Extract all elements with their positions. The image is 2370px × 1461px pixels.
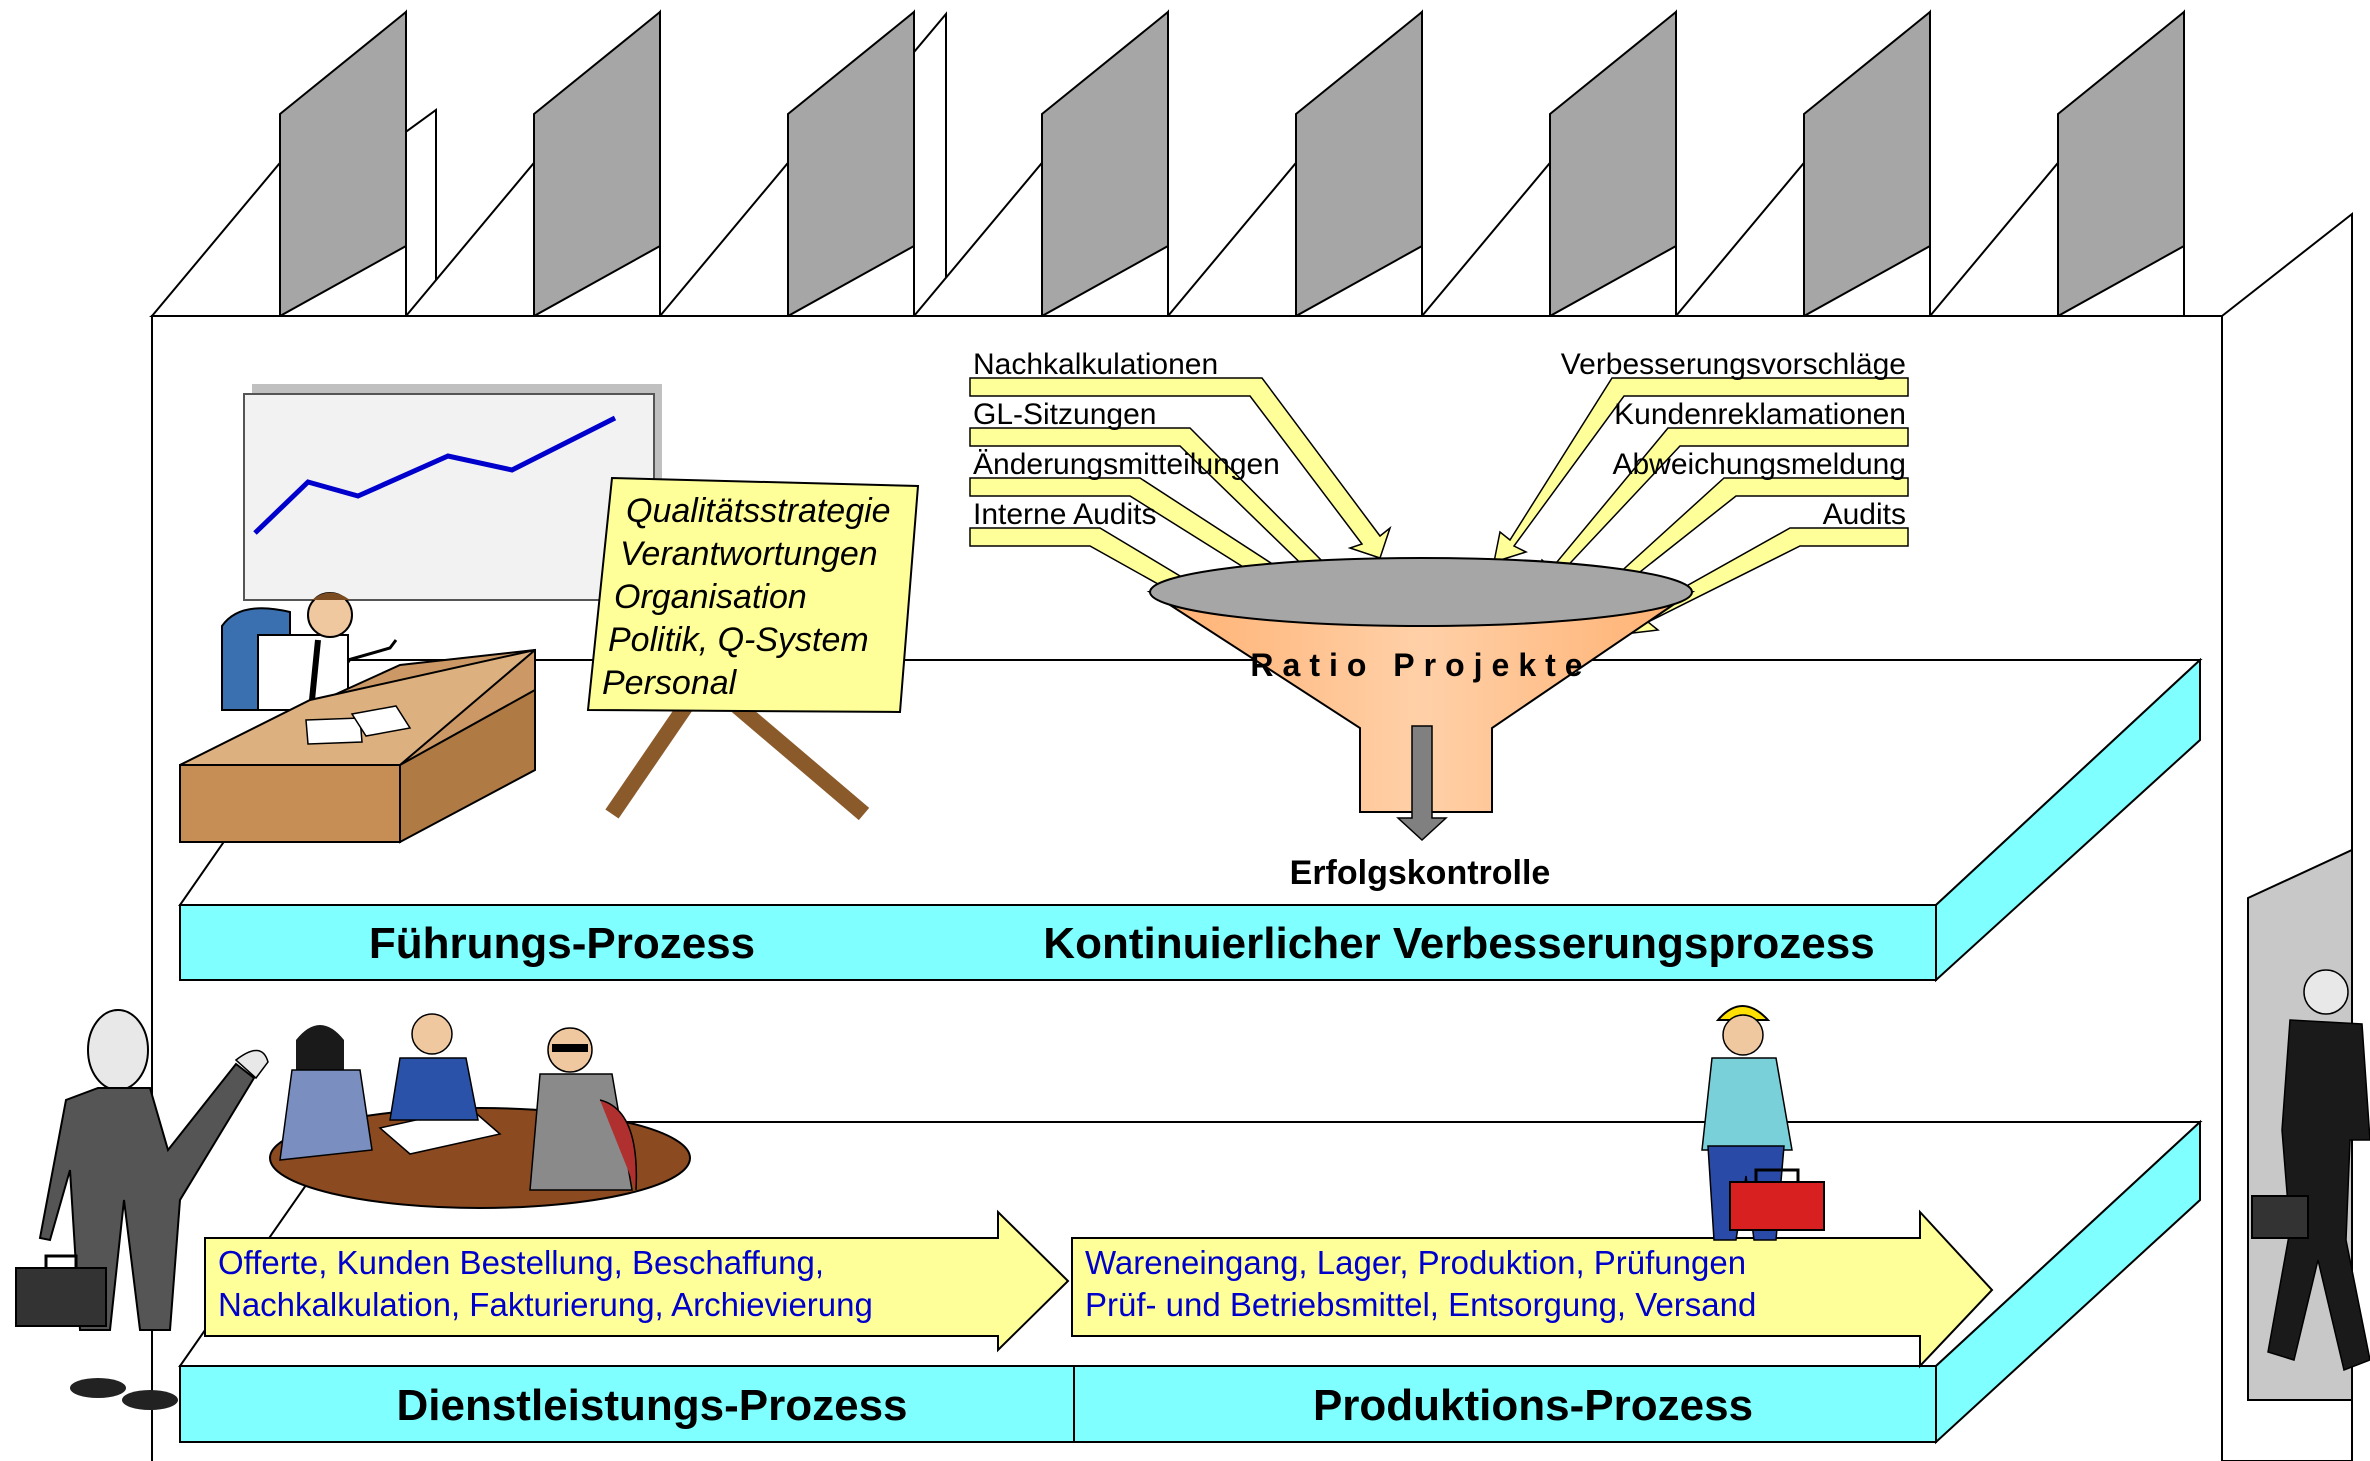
roof-tooth-face (533, 9, 661, 318)
funnel-input-arrows (969, 377, 1909, 637)
funnel-output-label: Erfolgskontrolle (1290, 854, 1551, 892)
roof-tooth-face (279, 9, 407, 318)
input-nachkalkulationen: Nachkalkulationen (973, 348, 1218, 381)
roof-tooth-face (1803, 9, 1931, 318)
input-interne-audits: Interne Audits (973, 498, 1156, 531)
service-flow-arrow: Offerte, Kunden Bestellung, Beschaffung,… (204, 1209, 1070, 1353)
roof-tooth-face (1041, 9, 1169, 318)
manager-at-desk-icon (179, 592, 536, 844)
produktions-prozess-label: Produktions-Prozess (1313, 1381, 1753, 1430)
dienstleistungs-prozess-label: Dienstleistungs-Prozess (396, 1381, 907, 1430)
kvp-label: Kontinuierlicher Verbesserungsprozess (1043, 919, 1874, 968)
roof-tooth-face (1549, 9, 1677, 318)
input-gl-sitzungen: GL-Sitzungen (973, 398, 1156, 431)
service-flow-line2: Nachkalkulation, Fakturierung, Archievie… (218, 1286, 873, 1323)
lower-process-bar (179, 1365, 1937, 1443)
funnel-output-arrow (1396, 725, 1448, 842)
note-line-1: Qualitätsstrategie (626, 492, 891, 530)
service-flow-line1: Offerte, Kunden Bestellung, Beschaffung, (218, 1244, 824, 1281)
visitor-with-briefcase-icon (15, 1009, 269, 1410)
chart-board-icon (243, 384, 662, 601)
input-kundenreklamationen: Kundenreklamationen (1614, 398, 1906, 431)
ratio-funnel: Ratio Projekte Erfolgskontrolle (1146, 557, 1696, 892)
quality-note-card (586, 476, 920, 714)
funnel-label: Ratio Projekte (1250, 647, 1591, 683)
roof-tooth-face (1295, 9, 1423, 318)
upper-process-bar (179, 904, 1937, 981)
note-line-4: Politik, Q-System (608, 621, 869, 659)
note-line-3: Organisation (614, 578, 807, 616)
production-flow-line2: Prüf- und Betriebsmittel, Entsorgung, Ve… (1085, 1286, 1756, 1323)
input-aenderungsmitteilungen: Änderungsmitteilungen (973, 448, 1280, 481)
fuehrungs-prozess-label: Führungs-Prozess (369, 919, 755, 968)
roof-tooth-face (2057, 9, 2185, 318)
production-flow-arrow: Wareneingang, Lager, Produktion, Prüfung… (1071, 1209, 1994, 1369)
production-flow-line1: Wareneingang, Lager, Produktion, Prüfung… (1085, 1244, 1746, 1281)
quality-note-easel: Qualitätsstrategie Verantwortungen Organ… (586, 476, 920, 821)
worker-with-toolbox-icon (1701, 1005, 1825, 1241)
factory-roof (148, 9, 2222, 318)
input-verbesserungsvorschlaege: Verbesserungsvorschläge (1561, 348, 1906, 381)
note-line-2: Verantwortungen (620, 535, 878, 573)
funnel-input-labels: Nachkalkulationen GL-Sitzungen Änderungs… (973, 348, 1906, 531)
roof-tooth-face (787, 9, 915, 318)
input-audits: Audits (1823, 498, 1906, 531)
note-line-5: Personal (602, 664, 738, 702)
input-abweichungsmeldung: Abweichungsmeldung (1612, 448, 1906, 481)
person-leaving-door-icon (2251, 969, 2370, 1372)
meeting-group-icon (269, 1013, 691, 1209)
